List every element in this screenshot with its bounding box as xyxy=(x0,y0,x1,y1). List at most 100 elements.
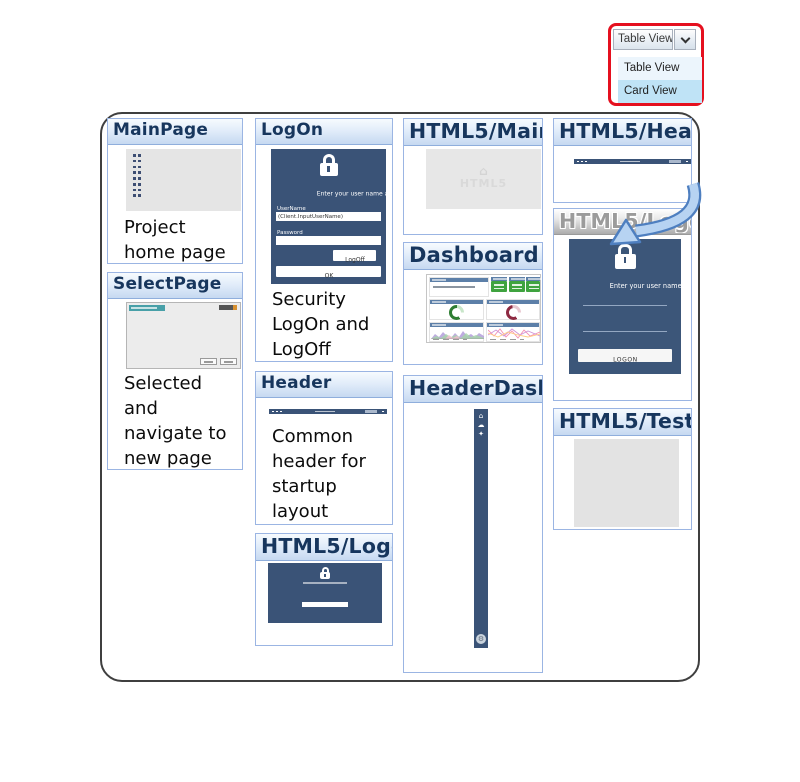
card-html5-test[interactable]: HTML5/Test xyxy=(553,408,692,530)
green-button xyxy=(508,281,525,292)
card-title: LogOn xyxy=(261,120,324,140)
option-card-view[interactable]: Card View xyxy=(618,80,702,103)
green-button xyxy=(526,281,540,292)
cloud-icon: ☁ xyxy=(477,421,485,429)
home-icon: ⌂ xyxy=(479,164,488,178)
card-title: HTML5/Header xyxy=(559,119,692,143)
html5-logon-thumbnail: Enter your user name and password. LOGON xyxy=(569,239,692,374)
tag-icon: ✦ xyxy=(478,430,484,438)
view-mode-option-list: Table View Card View xyxy=(618,57,702,103)
link-list-icon xyxy=(133,154,141,200)
area-chart-panel xyxy=(429,322,484,342)
card-header-page[interactable]: Header Common header for startup layout xyxy=(255,371,393,525)
logon-thumbnail: Enter your user name and password. UserN… xyxy=(271,149,393,284)
html5-logon-small-thumbnail xyxy=(268,563,382,623)
card-headerdashboard[interactable]: HeaderDashboard ⌂ ☁ ✦ ⚙ xyxy=(403,375,543,673)
card-title: SelectPage xyxy=(113,274,222,294)
username-underline-input xyxy=(583,305,667,306)
selectpage-thumbnail xyxy=(126,302,241,369)
card-title: HeaderDashboard xyxy=(409,376,542,400)
card-html5-test-header: HTML5/Test xyxy=(554,409,691,436)
card-caption: Security LogOn and LogOff xyxy=(272,289,370,360)
card-dashboard-header: Dashboard xyxy=(404,243,542,270)
logon-prompt-text: Enter your user name and password. xyxy=(609,282,692,290)
html5-header-thumbnail xyxy=(574,159,691,164)
dashboard-thumbnail xyxy=(426,274,542,343)
card-html5-main-header: HTML5/Main xyxy=(404,119,542,146)
gauge-green-icon xyxy=(449,305,464,320)
home-icon: ⌂ xyxy=(478,412,484,420)
card-logon[interactable]: LogOn Enter your user name and password.… xyxy=(255,118,393,362)
html5-watermark: ⌂ HTML5 xyxy=(426,165,541,190)
card-title: MainPage xyxy=(113,120,209,140)
padlock-icon xyxy=(268,567,382,579)
view-mode-selected-value[interactable]: Table View xyxy=(613,29,674,50)
dashboard-text-panel xyxy=(429,277,489,297)
card-caption: Project home page xyxy=(124,217,226,263)
card-html5-main[interactable]: HTML5/Main ⌂ HTML5 xyxy=(403,118,543,235)
username-value: (Client.InputUserName) xyxy=(278,213,343,220)
card-selectpage-header: SelectPage xyxy=(108,273,242,299)
padlock-icon xyxy=(569,244,681,269)
card-title: HTML5/Logon xyxy=(559,209,691,233)
card-html5-logon-header-drag: HTML5/Logon xyxy=(554,209,691,235)
logon-prompt-text: Enter your user name and password. xyxy=(316,190,393,198)
window-button xyxy=(200,358,217,365)
card-html5-logon-small-header: HTML5/Logon xyxy=(256,534,392,561)
card-caption: Selected and navigate to new page xyxy=(124,373,227,469)
card-mainpage[interactable]: MainPage Project home page xyxy=(107,118,243,264)
header-strip-thumbnail xyxy=(269,409,387,414)
view-mode-select[interactable]: Table View xyxy=(613,29,696,50)
password-underline-input xyxy=(583,331,667,332)
nav-icons: ⌂ ☁ ✦ xyxy=(474,412,488,439)
gauge-panel xyxy=(486,299,540,320)
option-table-view[interactable]: Table View xyxy=(618,57,702,80)
password-label: Password xyxy=(277,229,303,236)
view-switcher-callout: Table View Table View Card View xyxy=(608,23,704,106)
logon-button-strip xyxy=(302,602,348,607)
card-html5-logon-small[interactable]: HTML5/Logon xyxy=(255,533,393,646)
prompt-line xyxy=(303,582,347,584)
dashboard-button-panel xyxy=(526,277,542,297)
card-headerdashboard-header: HeaderDashboard xyxy=(404,376,542,403)
html5-main-thumbnail: ⌂ HTML5 xyxy=(426,149,541,209)
padlock-icon xyxy=(271,154,386,176)
username-label: UserName xyxy=(277,205,306,212)
window-toolbar xyxy=(219,305,233,310)
headerdashboard-thumbnail: ⌂ ☁ ✦ ⚙ xyxy=(474,409,488,648)
window-tab xyxy=(129,305,165,311)
card-html5-logon[interactable]: HTML5/Logon Enter your user name and pas… xyxy=(553,208,692,401)
card-title: Header xyxy=(261,373,332,393)
window-button xyxy=(220,358,237,365)
username-input: (Client.InputUserName) xyxy=(276,212,381,221)
card-selectpage[interactable]: SelectPage Selected and navigate to new … xyxy=(107,272,243,470)
card-logon-header: LogOn xyxy=(256,119,392,145)
card-header-page-header: Header xyxy=(256,372,392,398)
password-input xyxy=(276,236,381,245)
card-html5-header-header: HTML5/Header xyxy=(554,119,691,146)
html5-test-thumbnail xyxy=(574,439,679,527)
gauge-maroon-icon xyxy=(506,305,521,320)
line-chart-panel xyxy=(486,322,540,342)
card-mainpage-header: MainPage xyxy=(108,119,242,145)
ok-button: OK xyxy=(276,266,381,279)
card-dashboard[interactable]: Dashboard xyxy=(403,242,543,365)
card-html5-header[interactable]: HTML5/Header xyxy=(553,118,692,203)
card-title: HTML5/Main xyxy=(409,119,543,143)
dropdown-arrow-button[interactable] xyxy=(674,29,696,50)
dashboard-button-panel xyxy=(491,277,507,297)
card-title: HTML5/Logon xyxy=(261,534,392,558)
card-caption: Common header for startup layout xyxy=(272,426,366,522)
logon-button: LOGON xyxy=(578,349,672,363)
dashboard-button-panel xyxy=(508,277,525,297)
mainpage-thumbnail xyxy=(126,149,241,211)
card-title: HTML5/Test xyxy=(559,409,692,433)
logoff-button: LogOff xyxy=(333,250,376,263)
gear-icon: ⚙ xyxy=(476,634,486,644)
area-chart-icon xyxy=(431,331,484,339)
green-button xyxy=(491,281,507,292)
chevron-down-icon xyxy=(680,33,691,43)
window-toolbar-accent xyxy=(233,305,237,310)
line-chart-icon xyxy=(488,328,540,339)
